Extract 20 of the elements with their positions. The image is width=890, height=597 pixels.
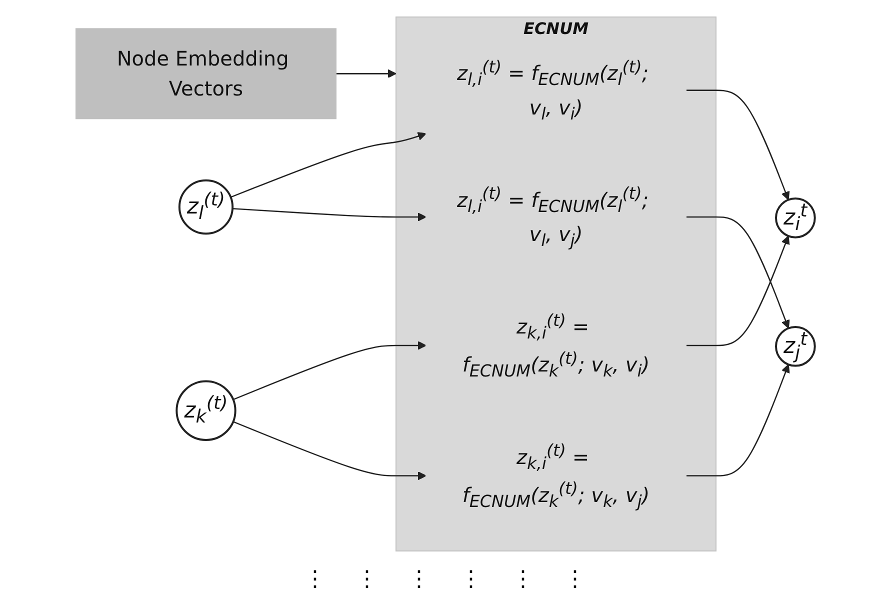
ellipsis-mark: ⋮ bbox=[512, 567, 534, 594]
ellipsis-mark: ⋮ bbox=[460, 567, 482, 594]
node-text: z$_{l,i}$$^{(t)}$ = f$_{ECNUM}$(z$_{l}$$^{(t)}$; v$_{l}$, v$_{j}$) bbox=[456, 184, 648, 250]
arrow bbox=[230, 132, 426, 198]
arrow bbox=[686, 89, 790, 200]
arrow bbox=[232, 340, 426, 400]
ellipsis-mark: ⋮ bbox=[356, 567, 378, 594]
ellipsis-mark: ⋮ bbox=[564, 567, 586, 594]
node-text: z$_{k,i}$$^{(t)}$ = f$_{ECNUM}$(z$_{k}$$^{(t)}$; v$_{k}$, v$_{j}$) bbox=[462, 440, 650, 510]
arrow bbox=[686, 364, 790, 476]
node-box: Node Embedding Vectors bbox=[75, 28, 336, 119]
node-text: z$_{k,i}$$^{(t)}$ = f$_{ECNUM}$(z$_{k}$$^{(t)}$; v$_{k}$, v$_{i}$) bbox=[462, 310, 650, 380]
arrow bbox=[232, 420, 426, 480]
ellipsis-mark: ⋮ bbox=[304, 567, 326, 594]
ellipsis-mark: ⋮ bbox=[408, 567, 430, 594]
arrow bbox=[686, 216, 790, 328]
arrow bbox=[336, 68, 396, 78]
node-text: z$_{l,i}$$^{(t)}$ = f$_{ECNUM}$(z$_{l}$$^{(t)}$; v$_{l}$, v$_{i}$) bbox=[456, 57, 648, 123]
arrow bbox=[686, 235, 790, 346]
arrow bbox=[232, 208, 426, 221]
